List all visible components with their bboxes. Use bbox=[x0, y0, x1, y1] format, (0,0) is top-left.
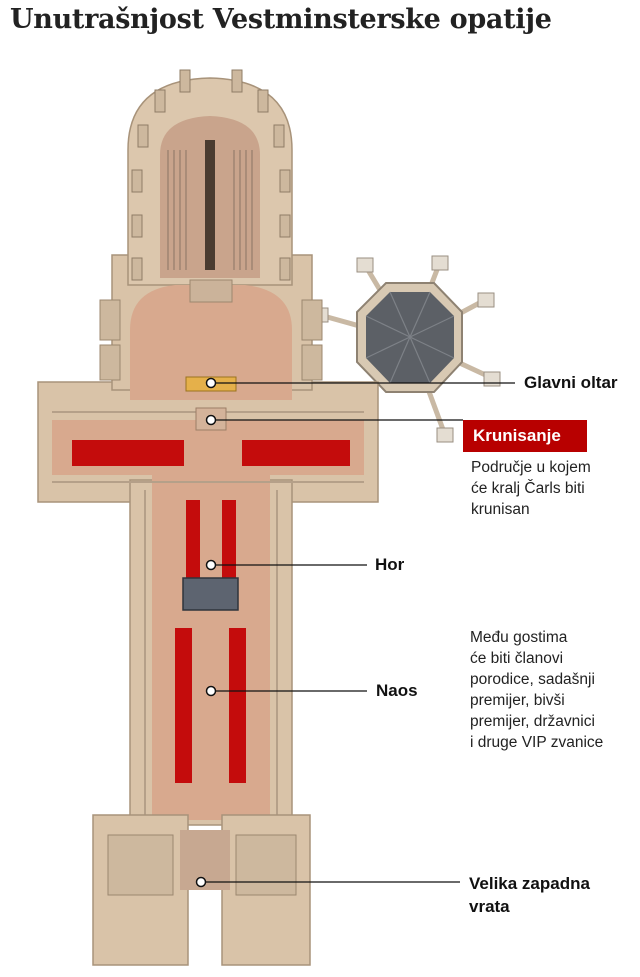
nave-desc-line: će biti članovi bbox=[470, 650, 564, 667]
chapter-house bbox=[311, 255, 501, 443]
side-chapels bbox=[99, 299, 323, 381]
label-main-altar: Glavni oltar bbox=[524, 373, 618, 392]
page-title: Unutrašnjost Vestminsterske opatije bbox=[10, 4, 552, 35]
nave-desc-line: i druge VIP zvanice bbox=[470, 734, 604, 751]
coronation-desc-line: Područje u kojem bbox=[471, 459, 591, 476]
choir-stalls-right bbox=[222, 500, 236, 580]
coronation-desc-line: će kralj Čarls biti bbox=[471, 480, 585, 497]
nave-desc-line: premijer, državnici bbox=[470, 713, 595, 730]
west-door-line-2: vrata bbox=[469, 897, 510, 916]
callouts bbox=[195, 377, 515, 888]
coronation-description: Područje u kojem će kralj Čarls biti kru… bbox=[471, 457, 591, 520]
nave-seating-right bbox=[229, 628, 246, 783]
presbytery-floor bbox=[130, 285, 292, 400]
transept-seating-left bbox=[72, 440, 184, 466]
nave-desc-line: premijer, bivši bbox=[470, 692, 565, 709]
coronation-desc-line: krunisan bbox=[471, 501, 530, 518]
west-towers bbox=[92, 814, 311, 966]
west-door-line-1: Velika zapadna bbox=[469, 874, 590, 893]
nave-floor bbox=[152, 470, 270, 820]
label-great-west-door: Velika zapadna vrata bbox=[469, 872, 590, 918]
nave-desc-line: porodice, sadašnji bbox=[470, 671, 595, 688]
lady-chapel-stalls bbox=[167, 150, 253, 270]
label-nave: Naos bbox=[376, 681, 418, 700]
choir-stalls-left bbox=[186, 500, 200, 580]
nave-seating-left bbox=[175, 628, 192, 783]
nave-desc-line: Među gostima bbox=[470, 629, 568, 646]
label-choir: Hor bbox=[375, 555, 405, 574]
label-coronation-badge: Krunisanje bbox=[463, 420, 587, 452]
pinnacles bbox=[131, 69, 291, 281]
nave-description: Među gostima će biti članovi porodice, s… bbox=[470, 627, 603, 753]
choir-screen bbox=[182, 577, 239, 611]
transept-seating-right bbox=[242, 440, 350, 466]
